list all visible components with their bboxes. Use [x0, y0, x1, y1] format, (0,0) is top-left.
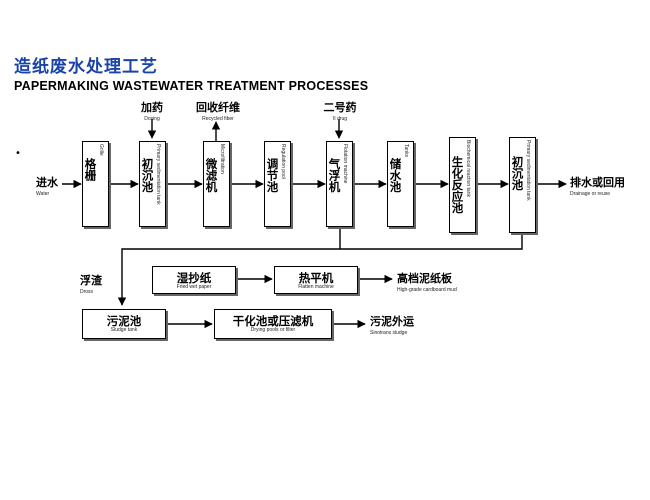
label-high-grade-mud: 高档泥纸板 High-grade cardboard mud: [397, 272, 457, 293]
unit-flotation-machine: Flotation machine 气浮机: [326, 141, 353, 227]
unit-regulation-pool: Regulation pool 调节池: [264, 141, 291, 227]
unit-primary-sedimentation: Primary sedimentation tank 初沉池: [139, 141, 166, 227]
label-sludge-out: 污泥外运 Sinotrans sludge: [370, 315, 414, 336]
unit-grille: Grille 格栅: [82, 141, 109, 227]
unit-fried-wet-paper: 湿抄纸 Fried wet paper: [152, 266, 236, 294]
label-dross: 浮渣 Dross: [80, 274, 102, 295]
label-drainage: 排水或回用 Drainage or reuse: [570, 176, 625, 197]
unit-biochemical-reaction: Biochemical reaction tank 生化反应池: [449, 137, 476, 233]
unit-primary-sedimentation-2: Primary sedimentation tank 初沉池: [509, 137, 536, 233]
diagram-title-en: PAPERMAKING WASTEWATER TREATMENT PROCESS…: [14, 79, 369, 93]
unit-sludge-tank: 污泥池 Sludge tank: [82, 309, 166, 339]
label-drug: 二号药 II drug: [323, 101, 357, 122]
label-dosing: 加药 Dosing: [141, 101, 163, 122]
label-recycled-fiber: 回收纤维 Recycled fiber: [196, 101, 240, 122]
label-water: 进水 Water: [36, 176, 58, 197]
bullet-marker: •: [15, 148, 21, 159]
unit-microfiltration: Microfiltration 微滤机: [203, 141, 230, 227]
line-primary2-down: [117, 233, 523, 306]
unit-drying-pools-or-filter: 干化池或压滤机 Drying pools or filter: [214, 309, 332, 339]
diagram-title-cn: 造纸废水处理工艺: [14, 57, 158, 77]
unit-flatten-machine: 热平机 Flatten machine: [274, 266, 358, 294]
unit-tanks: Tanks 储水池: [387, 141, 414, 227]
